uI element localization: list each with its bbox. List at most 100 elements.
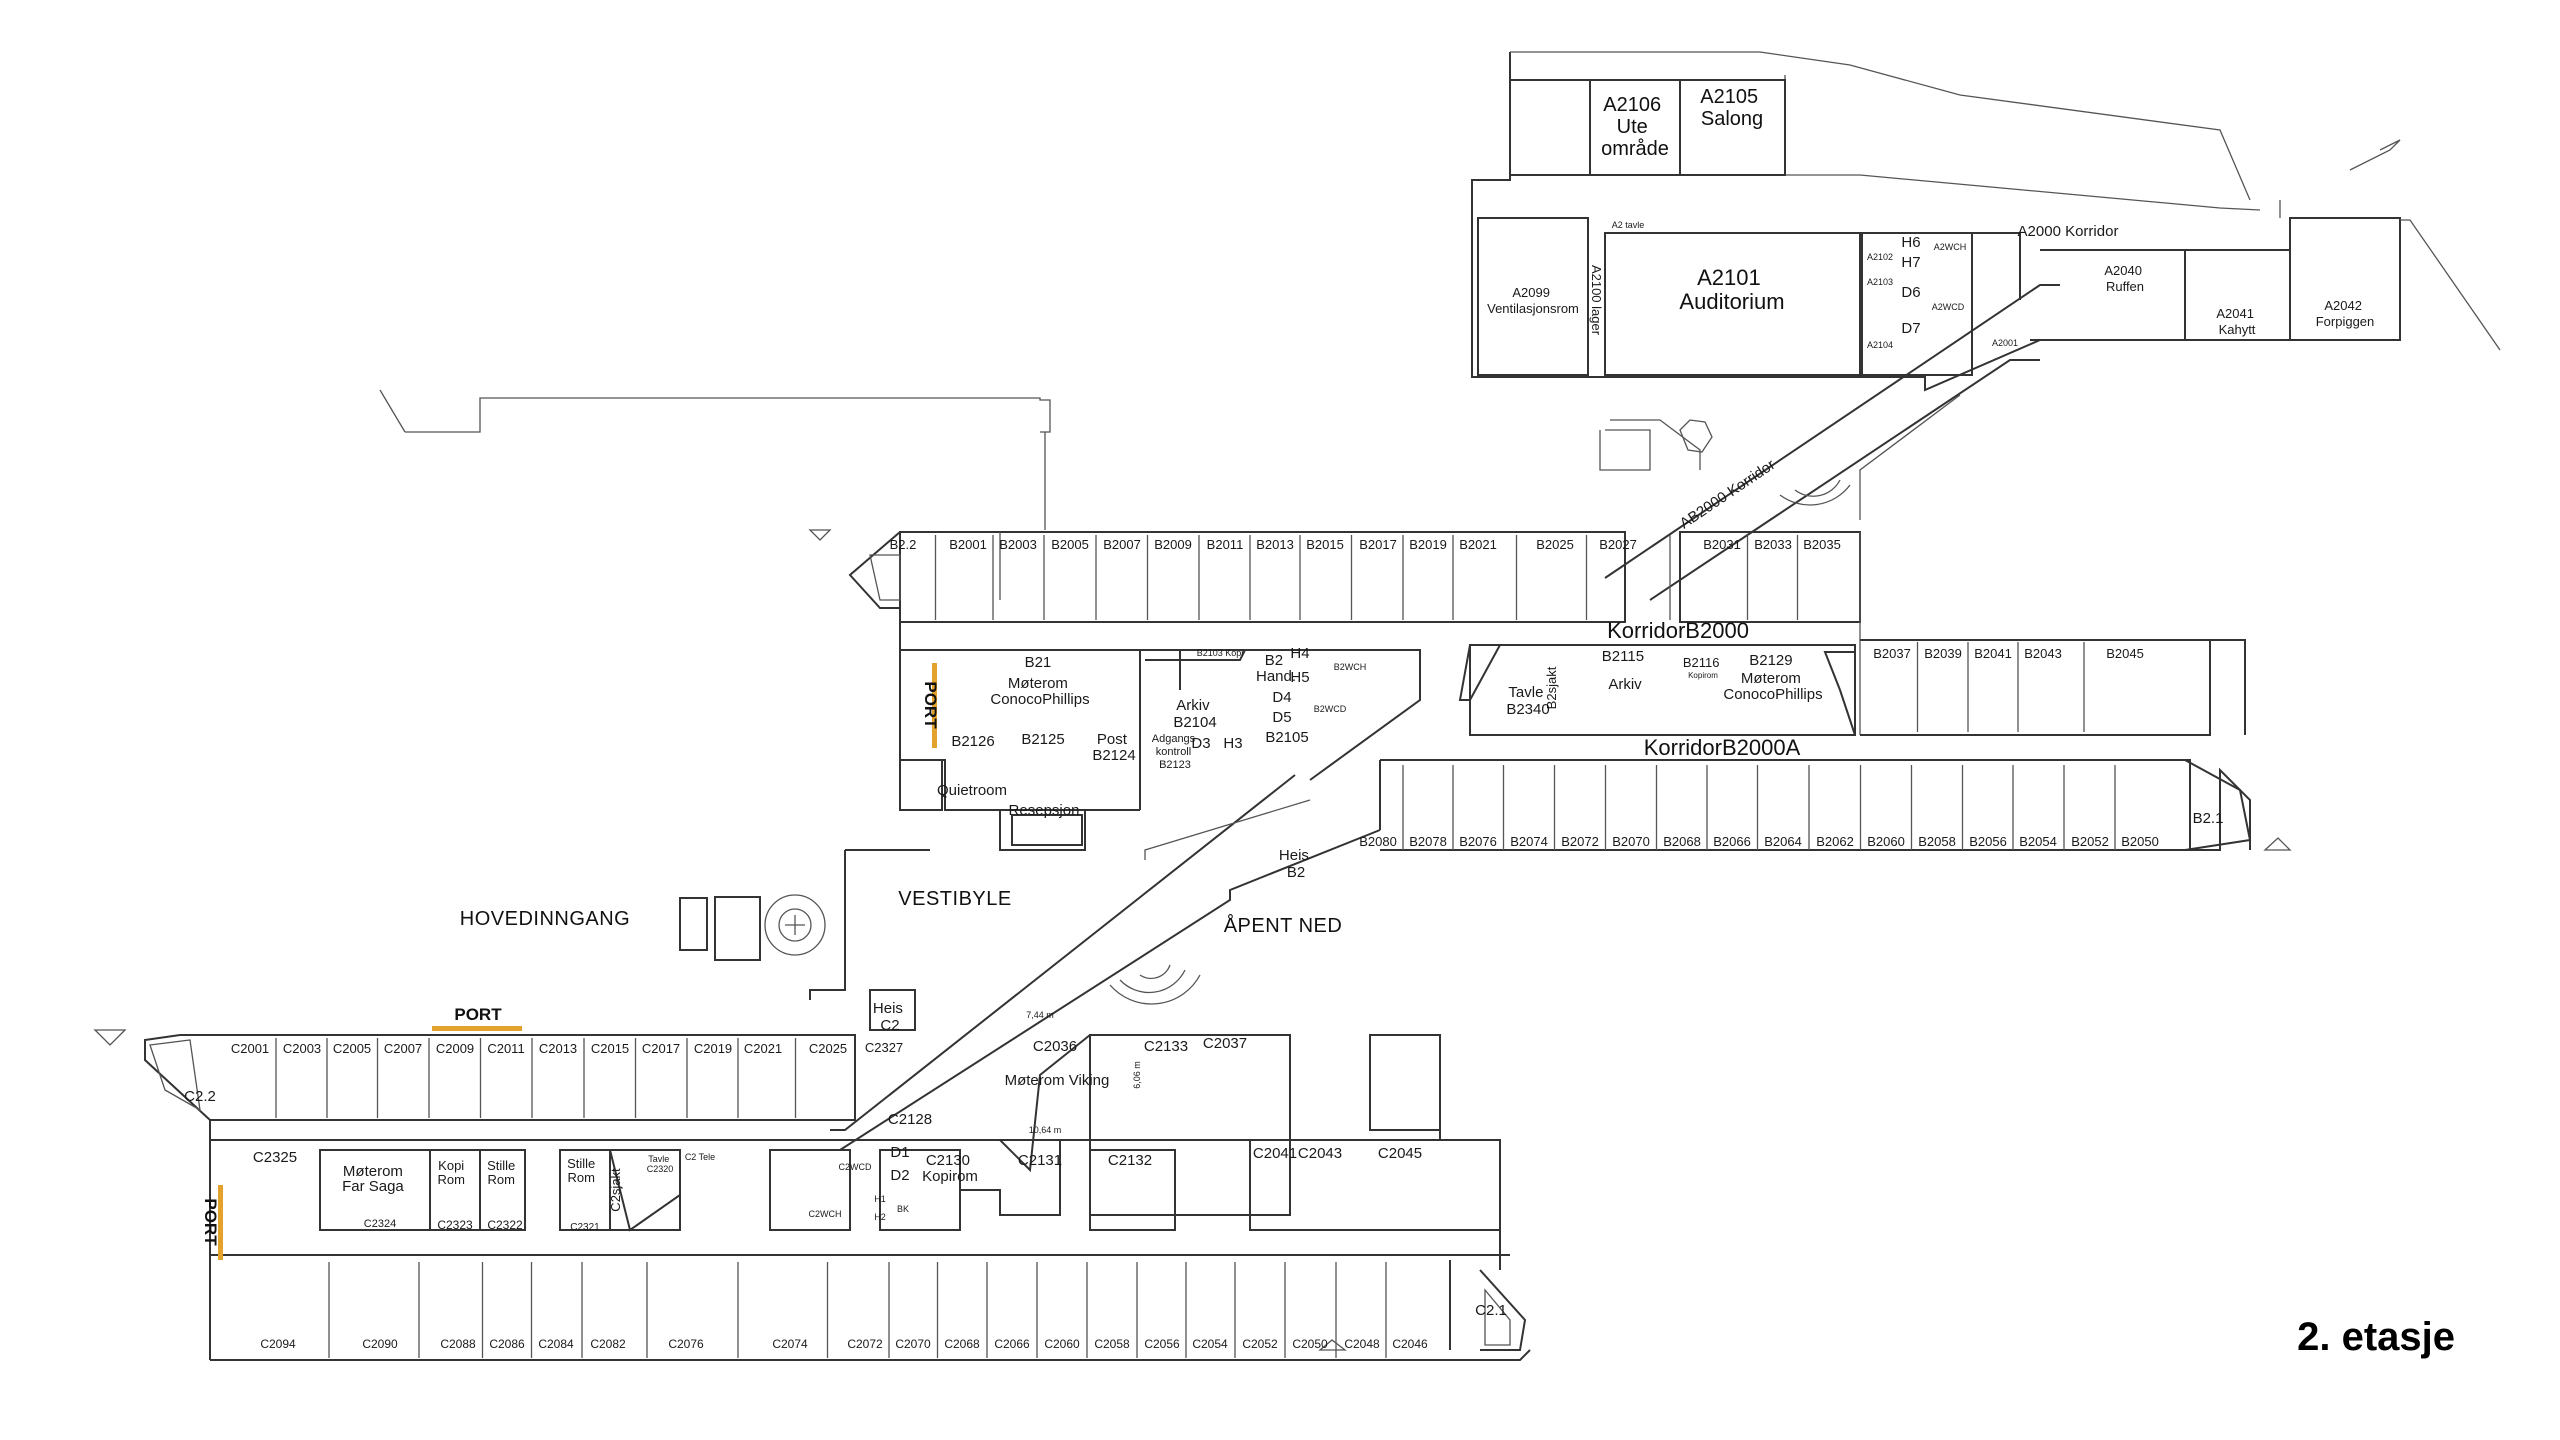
room-b2015-label: B2015 bbox=[1306, 537, 1344, 552]
room-b2068-label: B2068 bbox=[1663, 834, 1701, 849]
room-c2021-label: C2021 bbox=[744, 1041, 782, 1056]
room-b2066-label: B2066 bbox=[1713, 834, 1751, 849]
room-c2wcd-label: C2WCD bbox=[839, 1162, 872, 1172]
room-d2-label: D2 bbox=[890, 1167, 909, 1184]
room-b2039-label: B2039 bbox=[1924, 646, 1962, 661]
room-b2043-label: B2043 bbox=[2024, 646, 2062, 661]
room-c2050-label: C2050 bbox=[1292, 1337, 1328, 1351]
room-b2033-label: B2033 bbox=[1754, 537, 1792, 552]
room-c2084-label: C2084 bbox=[538, 1337, 574, 1351]
room-b2070-label: B2070 bbox=[1612, 834, 1650, 849]
room-far-saga-label: Møterom Far Saga C2324 bbox=[342, 1163, 408, 1230]
a-wing-small-rooms: H6 H7 D6 D7 A2WCH A2WCD A2102 A2103 A210… bbox=[1867, 234, 2018, 350]
room-b2003-label: B2003 bbox=[999, 537, 1037, 552]
room-c2088-label: C2088 bbox=[440, 1337, 476, 1351]
architectural-features bbox=[93, 419, 2292, 1351]
room-c2128-label: C2128 bbox=[888, 1111, 932, 1128]
room-a2wch-label: A2WCH bbox=[1934, 242, 1967, 252]
room-quietroom-label: Quietroom bbox=[937, 782, 1007, 799]
port-label-c-top: PORT bbox=[454, 1005, 502, 1024]
room-c2005-label: C2005 bbox=[333, 1041, 371, 1056]
a-wing-labels: A2106 Ute område A2105 Salong A2101 Audi… bbox=[1487, 86, 2374, 337]
room-c2070-label: C2070 bbox=[895, 1337, 931, 1351]
room-h5-label: H5 bbox=[1290, 669, 1309, 686]
floor-label: 2. etasje bbox=[2297, 1315, 2455, 1359]
room-kopi-rom-label: Kopi Rom C2323 bbox=[437, 1158, 473, 1232]
room-b2129-label: B2129 Møterom ConocoPhillips bbox=[1723, 652, 1822, 703]
room-c2068-label: C2068 bbox=[944, 1337, 980, 1351]
room-c2036-label: C2036 bbox=[1033, 1038, 1077, 1055]
room-c2325-label: C2325 bbox=[253, 1149, 297, 1166]
room-b2011-label: B2011 bbox=[1207, 537, 1244, 552]
room-b2013-label: B2013 bbox=[1256, 537, 1294, 552]
room-b2074-label: B2074 bbox=[1510, 834, 1548, 849]
room-d7-label: D7 bbox=[1901, 320, 1920, 337]
port-marker-c-left bbox=[218, 1185, 223, 1260]
room-b2wch-label: B2WCH bbox=[1334, 662, 1367, 672]
room-d1-label: D1 bbox=[890, 1144, 909, 1161]
room-c2054-label: C2054 bbox=[1192, 1337, 1228, 1351]
room-c2082-label: C2082 bbox=[590, 1337, 626, 1351]
room-c2003-label: C2003 bbox=[283, 1041, 321, 1056]
measurements: 7,44 m 10,64 m 6,06 m bbox=[1026, 1010, 1142, 1135]
room-a2102-label: A2102 bbox=[1867, 252, 1893, 262]
room-b2340-label: Tavle B2340 bbox=[1506, 684, 1549, 718]
room-c2086-label: C2086 bbox=[489, 1337, 525, 1351]
room-b2072-label: B2072 bbox=[1561, 834, 1599, 849]
label-vestibyle: VESTIBYLE bbox=[898, 888, 1011, 910]
room-c2sjakt-label: C2sjakt bbox=[608, 1168, 623, 1212]
room-h6-label: H6 bbox=[1901, 234, 1920, 251]
room-c2131-label: C2131 bbox=[1018, 1152, 1062, 1169]
room-c2-1-label: C2.1 bbox=[1475, 1302, 1507, 1319]
room-c2094-label: C2094 bbox=[260, 1337, 296, 1351]
room-b2-2-label: B2.2 bbox=[890, 537, 917, 552]
room-b2104-label: Arkiv B2104 bbox=[1173, 697, 1216, 731]
room-bk-label: BK bbox=[897, 1204, 909, 1214]
room-c2076-label: C2076 bbox=[668, 1337, 704, 1351]
room-b2009-label: B2009 bbox=[1154, 537, 1192, 552]
room-b2021-label: B2021 bbox=[1459, 537, 1497, 552]
room-a2104-label: A2104 bbox=[1867, 340, 1893, 350]
room-c2045-label: C2045 bbox=[1378, 1145, 1422, 1162]
room-b2125-label: B2125 bbox=[1021, 731, 1064, 748]
port-label-c-left: PORT bbox=[201, 1198, 220, 1246]
room-c2013-label: C2013 bbox=[539, 1041, 577, 1056]
room-b2105-label: B2105 bbox=[1265, 729, 1308, 746]
room-c2130-label: C2130 Kopirom bbox=[922, 1152, 978, 1185]
room-a2099-label: A2099 Ventilasjonsrom bbox=[1487, 285, 1579, 316]
room-a2101-label: A2101 Auditorium bbox=[1679, 265, 1784, 314]
label-apent-ned: ÅPENT NED bbox=[1224, 914, 1343, 937]
room-c2015-label: C2015 bbox=[591, 1041, 629, 1056]
label-korridor-b2000a: KorridorB2000A bbox=[1644, 735, 1801, 760]
room-b2041-label: B2041 bbox=[1974, 646, 2012, 661]
room-b2-hand-label: B2 Hand. bbox=[1256, 652, 1296, 685]
room-b2054-label: B2054 bbox=[2019, 834, 2057, 849]
room-c2-tele-label: C2 Tele bbox=[685, 1152, 715, 1162]
room-moterom-viking-label: Møterom Viking bbox=[1005, 1072, 1110, 1089]
room-b2wcd-label: B2WCD bbox=[1314, 704, 1347, 714]
room-b2035-label: B2035 bbox=[1803, 537, 1841, 552]
port-markers bbox=[218, 663, 937, 1260]
area-labels: HOVEDINNGANG VESTIBYLE ÅPENT NED Korrido… bbox=[201, 223, 2118, 1246]
room-b2017-label: B2017 bbox=[1359, 537, 1397, 552]
port-label-b: PORT bbox=[921, 681, 940, 729]
room-b2060-label: B2060 bbox=[1867, 834, 1905, 849]
room-b2062-label: B2062 bbox=[1816, 834, 1854, 849]
room-c2037-label: C2037 bbox=[1203, 1035, 1247, 1052]
room-a2001-label: A2001 bbox=[1992, 338, 2018, 348]
room-h4-label: H4 bbox=[1290, 645, 1309, 662]
label-ab2000-korridor: AB2000 Korridor bbox=[1677, 456, 1778, 532]
room-c2060-label: C2060 bbox=[1044, 1337, 1080, 1351]
room-b2126-label: B2126 bbox=[951, 733, 994, 750]
room-d6-label: D6 bbox=[1901, 284, 1920, 301]
room-d3-label: D3 bbox=[1191, 735, 1210, 752]
room-c2009-label: C2009 bbox=[436, 1041, 474, 1056]
room-b2019-label: B2019 bbox=[1409, 537, 1447, 552]
room-c2041-label: C2041 bbox=[1253, 1145, 1297, 1162]
room-b2027-label: B2027 bbox=[1599, 537, 1637, 552]
room-a2-tavle-label: A2 tavle bbox=[1612, 220, 1645, 230]
room-b2115-label: B2115 Arkiv bbox=[1602, 648, 1648, 693]
room-c2320-label: Tavle C2320 bbox=[647, 1154, 674, 1174]
room-c2133-label: C2133 bbox=[1144, 1038, 1188, 1055]
